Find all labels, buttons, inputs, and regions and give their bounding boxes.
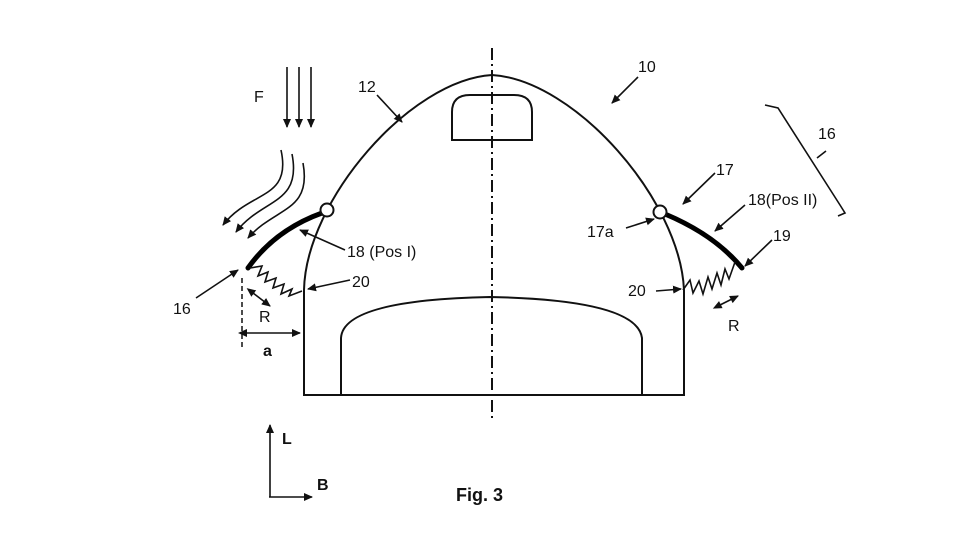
label-r-right: R [728,318,740,335]
direction-r-right-arrow [712,295,739,309]
label-17: 17 [716,162,734,179]
spring-left [249,264,303,298]
label-force: F [254,89,264,106]
coordinate-axes [266,424,313,501]
airflow [222,67,315,239]
label-20-right: 20 [628,283,646,300]
bracket-tick [816,150,827,159]
label-19: 19 [773,228,791,245]
label-18-pos-1: 18 (Pos I) [347,244,416,261]
roof-window [451,94,533,141]
spring-right [682,261,736,297]
hinge-right-icon [652,204,668,220]
label-16-left: 16 [173,301,191,318]
vehicle-body [303,48,685,418]
label-axis-b: B [317,477,329,494]
label-20-left: 20 [352,274,370,291]
label-a: a [263,343,272,360]
figure-caption: Fig. 3 [456,485,503,505]
flap-left [238,202,335,348]
bracket-16 [764,104,847,217]
label-18-pos-2: 18(Pos II) [748,192,817,209]
label-r-left: R [259,309,271,326]
label-12: 12 [358,79,376,96]
leader-lines [195,76,773,299]
cabin-window [340,295,643,395]
flap-pos-2 [662,211,745,271]
direction-r-left-arrow [246,288,271,307]
outer-contour [303,73,685,396]
label-10: 10 [638,59,656,76]
label-16-right: 16 [818,126,836,143]
label-17a: 17a [587,224,614,241]
flap-right [652,104,847,309]
label-axis-l: L [282,431,292,448]
hinge-left-icon [319,202,335,218]
flap-pos-1 [245,210,325,271]
